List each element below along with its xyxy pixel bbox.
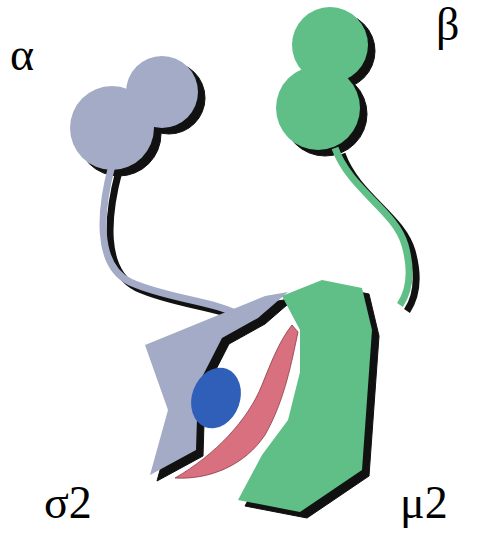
subunit-label: α (10, 32, 34, 78)
sigma2-subunit (175, 325, 298, 478)
alpha-subunit (70, 56, 245, 318)
drop-shadow (77, 13, 416, 518)
sigma2-core (183, 361, 249, 436)
subunit-label: σ2 (44, 480, 92, 526)
beta-subunit (276, 7, 409, 305)
subunit-label: β (436, 2, 459, 48)
subunit-label: μ2 (400, 480, 448, 526)
